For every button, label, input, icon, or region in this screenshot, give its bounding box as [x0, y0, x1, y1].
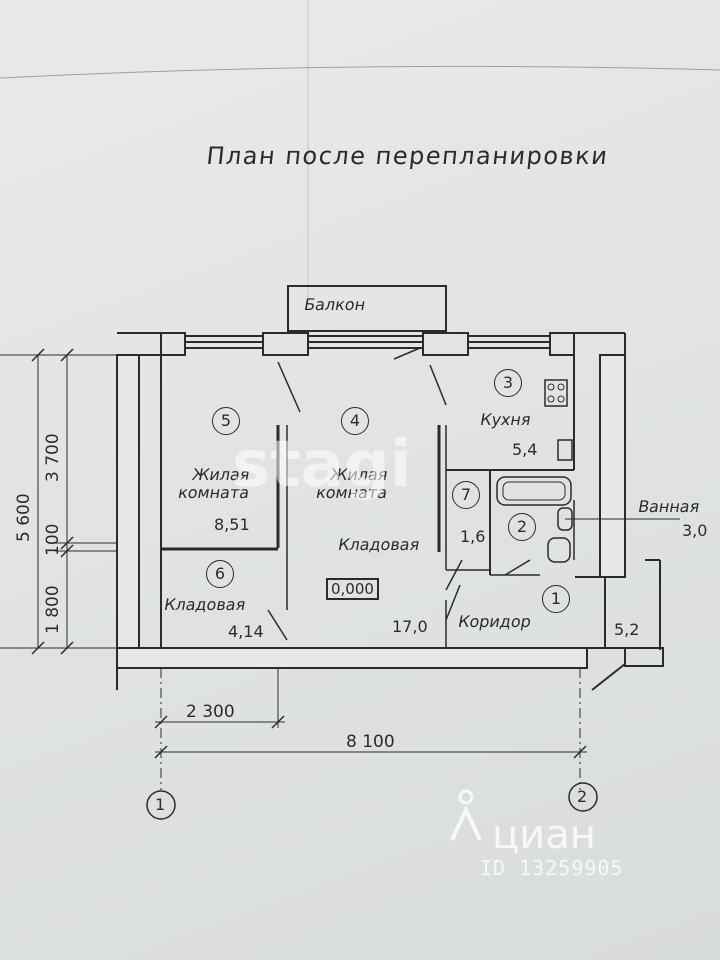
- door-storage7-swing: [445, 559, 463, 591]
- entry-door-swing: [591, 663, 626, 691]
- door-room4-balcony-swing: [393, 347, 421, 360]
- dim-tick: [573, 745, 587, 759]
- bathtub-inner: [502, 481, 566, 501]
- wall-right-outer: [599, 354, 626, 578]
- dim-tick: [31, 348, 45, 362]
- bathtub: [496, 476, 572, 506]
- bathroom-label: Ванная: [636, 497, 702, 516]
- kitchen-sink: [557, 439, 573, 461]
- dim-lower: 1 800: [43, 585, 63, 634]
- axis-1-label: 1: [155, 795, 166, 814]
- stove-burner: [547, 395, 555, 403]
- door-kitchen-swing: [429, 364, 447, 406]
- room-2-number: 2: [508, 513, 536, 541]
- room-5-number: 5: [212, 407, 240, 435]
- dim-left-width: 2 300: [186, 702, 235, 722]
- stagi-watermark: stagi: [232, 428, 412, 502]
- room-1-number: 1: [542, 585, 570, 613]
- toilet: [547, 537, 571, 563]
- dim-tick: [60, 641, 74, 655]
- balcony-outline: [287, 285, 447, 332]
- room-5-area: 8,51: [214, 515, 250, 534]
- dim-tick: [271, 715, 285, 729]
- dim-tick: [31, 641, 45, 655]
- room-6-number: 6: [206, 560, 234, 588]
- storage-7-label: Кладовая: [336, 535, 422, 554]
- stove-burner: [557, 395, 565, 403]
- door-room5-swing: [277, 361, 301, 413]
- dim-tick: [60, 536, 74, 550]
- dim-tick: [60, 544, 74, 558]
- room-7-number: 7: [452, 481, 480, 509]
- storage-6-area: 4,14: [228, 622, 264, 641]
- kitchen-label: Кухня: [478, 410, 533, 429]
- pillar-1: [160, 332, 186, 356]
- door-corridor-swing: [445, 584, 461, 621]
- kitchen-area: 5,4: [512, 440, 538, 459]
- pillar-4: [549, 332, 575, 356]
- listing-id-watermark: ID 13259905: [480, 856, 624, 880]
- room-4-area: 17,0: [392, 617, 428, 636]
- corridor-label: Коридор: [456, 612, 533, 631]
- cian-logo-mark: [450, 805, 482, 841]
- page-title: План после перепланировки: [205, 142, 610, 170]
- storage-7-area: 1,6: [460, 527, 486, 546]
- corridor-area: 5,2: [614, 620, 640, 639]
- dim-total-width: 8 100: [346, 732, 395, 752]
- level-mark: 0,000: [326, 578, 379, 600]
- wall-left-outer: [116, 354, 140, 649]
- axis-2-bubble: [568, 782, 598, 812]
- dim-middle: 100: [43, 523, 63, 556]
- sheet-fold-line: [0, 65, 720, 79]
- stove-burner: [557, 383, 565, 391]
- balcony-label: Балкон: [302, 295, 367, 314]
- axis-1-bubble: [146, 790, 176, 820]
- dim-tick: [154, 745, 168, 759]
- stove-burner: [547, 383, 555, 391]
- stove: [544, 379, 568, 407]
- dim-tick: [154, 715, 168, 729]
- stair-step: [624, 647, 664, 667]
- dim-total-height: 5 600: [14, 493, 34, 542]
- storage-6-label: Кладовая: [162, 595, 248, 614]
- cian-watermark: циан: [492, 812, 596, 858]
- cian-logo-icon: [458, 789, 474, 805]
- wall-bottom: [116, 647, 588, 669]
- bathroom-area: 3,0: [682, 521, 708, 540]
- door-bath-swing: [504, 559, 531, 576]
- pillar-2: [262, 332, 309, 356]
- dim-upper: 3 700: [43, 433, 63, 482]
- pillar-3: [422, 332, 469, 356]
- dim-tick: [60, 348, 74, 362]
- room-3-number: 3: [494, 369, 522, 397]
- door-storage6-swing: [267, 609, 288, 641]
- room-4-number: 4: [341, 407, 369, 435]
- axis-2-label: 2: [577, 787, 588, 806]
